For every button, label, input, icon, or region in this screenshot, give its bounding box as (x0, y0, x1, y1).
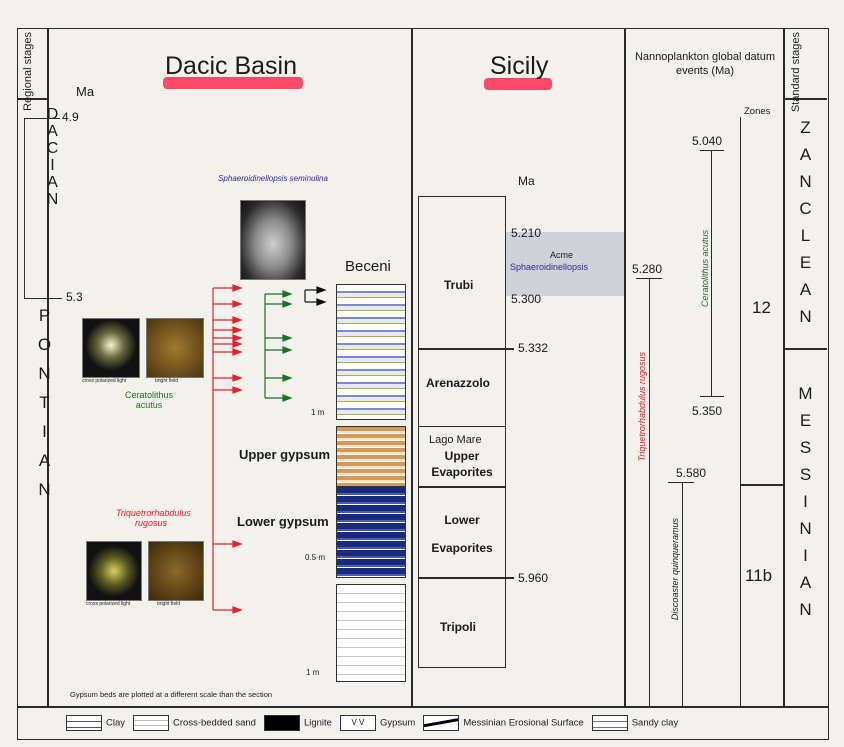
standard-stages-label: Standard stages (790, 32, 802, 113)
zone-11b: 11b (745, 566, 773, 585)
ceratolithus-photo-cap-left: cross polarized light (82, 378, 127, 384)
lower-gypsum-label: Lower gypsum (237, 514, 329, 529)
dacian-bracket (24, 118, 26, 298)
standard-header-line (783, 98, 827, 100)
legend-cross-bedded-sand: Cross-bedded sand (133, 715, 256, 731)
age-5300: 5.300 (511, 292, 542, 306)
cerat-label: Ceratolithus acutus (700, 230, 710, 308)
disco-range (682, 482, 683, 706)
sep-nanno-standard (783, 28, 785, 706)
triq-range (649, 278, 650, 706)
diagram-frame (17, 28, 829, 708)
boundary-5332 (418, 348, 514, 350)
age-5.3-label: 5.3 (66, 290, 83, 304)
sphaero-label: Sphaeroidinellopsis seminulina (218, 174, 328, 183)
acme-band (506, 232, 624, 296)
sep-dacic-sicily (411, 28, 413, 706)
legend-sandy-clay: Sandy clay (591, 715, 678, 731)
gypsum-footnote: Gypsum beds are plotted at a different s… (70, 690, 273, 699)
sep-regional (47, 28, 49, 706)
age-5210: 5.210 (511, 226, 542, 240)
triquetro-photo-brightfield (148, 541, 204, 601)
sicily-column-box (418, 196, 506, 668)
occurrence-arrows (212, 284, 327, 614)
beceni-label: Beceni (345, 258, 391, 275)
scale-1m-lower: 1 m (306, 668, 320, 677)
pontian-stage: PONTIAN (35, 306, 54, 509)
cerat-top (700, 150, 724, 151)
sicily-ma-label: Ma (518, 174, 535, 188)
ceratolithus-photo-polarized (82, 318, 140, 378)
upper-gypsum-label: Upper gypsum (239, 447, 331, 462)
unit-lower-evaporites: Lower Evaporites (431, 513, 493, 555)
zanclean-stage: ZANCLEAN (796, 118, 815, 334)
disco-top (668, 482, 694, 483)
age-4.9-label: 4.9 (62, 110, 79, 124)
triquetro-label: Triquetrorhabdulus rugosus (116, 508, 191, 528)
ceratolithus-photo-cap-right: bright field (155, 378, 179, 384)
acme-label-1: Acme (550, 250, 574, 260)
regional-header-line (17, 98, 48, 100)
beceni-upper-clay (336, 284, 406, 420)
legend-erosional-surface: Messinian Erosional Surface (423, 715, 584, 731)
boundary-evaporites (418, 486, 506, 488)
sphaero-fossil-image (240, 200, 306, 280)
age-5960: 5.960 (518, 571, 549, 585)
cerat-range (711, 150, 712, 396)
dacic-basin-title: Dacic Basin (165, 52, 297, 80)
zones-label: Zones (744, 106, 771, 117)
dacic-ma-label: Ma (76, 84, 95, 99)
boundary-5960 (418, 577, 514, 579)
zanclean-messinian-boundary (783, 348, 827, 350)
zone-12: 12 (752, 298, 771, 317)
beceni-upper-gypsum (336, 426, 406, 488)
dacic-title-highlight (163, 77, 303, 89)
ceratolithus-label: Ceratolithus acutus (124, 390, 174, 410)
dacian-stage: DACIAN (44, 106, 61, 208)
zone-boundary (740, 484, 783, 486)
scale-05m: 0.5 m (305, 553, 326, 562)
age-4.9-tick (24, 118, 60, 119)
sicily-title: Sicily (490, 52, 549, 80)
triquetro-photo-cap-left: cross polarized light (86, 601, 131, 607)
age-5580: 5.580 (676, 466, 707, 480)
beceni-lower-gypsum (336, 486, 406, 578)
disco-label: Discoaster quinqueramus (670, 518, 680, 621)
legend-lignite: Lignite (263, 715, 332, 731)
cerat-bottom (700, 396, 724, 397)
scale-1m-upper: 1 m (311, 408, 325, 417)
messinian-stage: MESSINIAN (796, 384, 815, 627)
ceratolithus-photo-brightfield (146, 318, 204, 378)
age-5.3-tick (24, 298, 62, 299)
unit-arenazzolo: Arenazzolo (426, 376, 491, 390)
age-5350: 5.350 (692, 404, 723, 418)
boundary-lagomare (418, 426, 506, 427)
unit-lago-mare: Lago Mare (429, 434, 482, 446)
legend-frame (17, 706, 829, 740)
triq-label: Triquetrorhabdulus rugosus (637, 352, 647, 462)
age-5332: 5.332 (518, 341, 549, 355)
legend-clay: Clay (66, 715, 125, 731)
unit-upper-evaporites: Upper Evaporites (431, 449, 493, 479)
regional-stages-label: Regional stages (22, 32, 34, 111)
triquetro-photo-cap-right: bright field (157, 601, 181, 607)
zones-column (740, 117, 783, 706)
sicily-title-highlight (484, 78, 552, 90)
beceni-lower-clay (336, 584, 406, 682)
acme-label-2: Sphaeroidinellopsis (510, 262, 589, 272)
age-5280: 5.280 (632, 262, 663, 276)
triquetro-photo-polarized (86, 541, 142, 601)
sep-sicily-nanno (624, 28, 626, 706)
unit-trubi: Trubi (444, 278, 474, 292)
age-5040: 5.040 (692, 134, 723, 148)
unit-tripoli: Tripoli (440, 620, 476, 634)
nanno-title: Nannoplankton global datum events (Ma) (634, 51, 776, 77)
